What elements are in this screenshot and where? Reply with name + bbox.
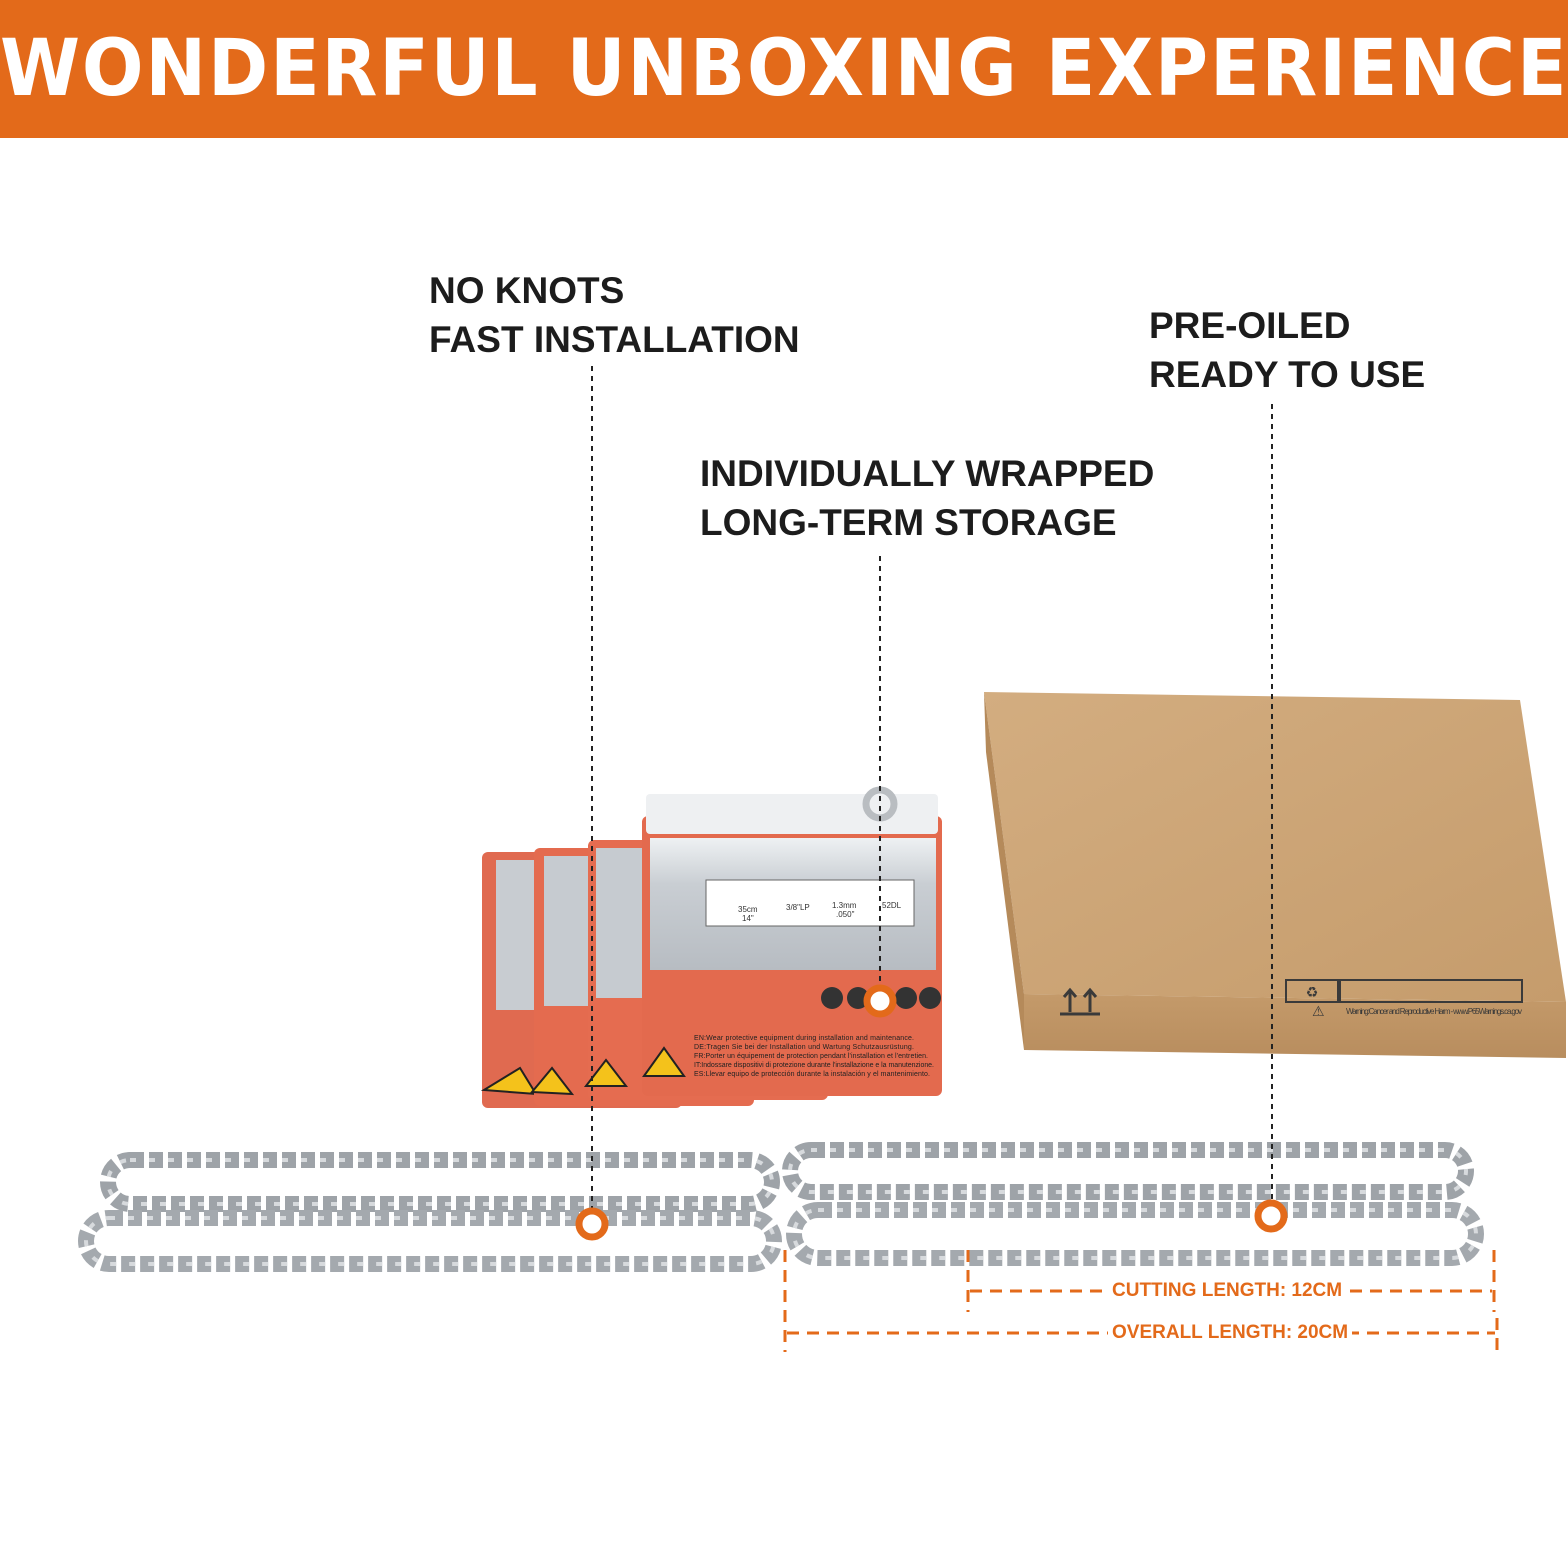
banner-title: WONDERFUL UNBOXING EXPERIENCE <box>0 24 1568 114</box>
prop65-warning: Warning:Cancer and Reproductive Harm - w… <box>1346 1007 1522 1016</box>
warning-triangle-icon <box>480 1066 538 1096</box>
recycling-icon: ♻ <box>1285 979 1339 1003</box>
warning-triangle-icon <box>583 1058 629 1087</box>
spec-gauge-in: .050" <box>836 910 855 919</box>
callout-pre-oiled: PRE-OILED READY TO USE <box>1149 301 1425 399</box>
spec-bar-length: 35cm <box>738 905 758 914</box>
package-warning-fr: FR:Porter un équipement de protection pe… <box>694 1053 928 1060</box>
marker-wrapped <box>863 984 897 1018</box>
package-warning-en: EN:Wear protective equipment during inst… <box>694 1035 914 1042</box>
callout-no-knots: NO KNOTS FAST INSTALLATION <box>429 266 800 364</box>
cutting-length-label: CUTTING LENGTH: 12CM <box>1108 1280 1347 1302</box>
callout-no-knots-line1: NO KNOTS <box>429 270 625 311</box>
callout-wrapped-line1: INDIVIDUALLY WRAPPED <box>700 453 1155 494</box>
safety-icons <box>821 987 941 1009</box>
chain-loop-left <box>78 1152 782 1272</box>
package-warning-es: ES:Llevar equipo de protección durante l… <box>694 1071 930 1078</box>
callout-wrapped-line2: LONG-TERM STORAGE <box>700 502 1117 543</box>
spec-pitch: 3/8"LP <box>786 903 810 912</box>
overall-length-label: OVERALL LENGTH: 20CM <box>1108 1322 1353 1344</box>
wrapped-packages: 35cm 14" 3/8"LP 1.3mm .050" 52DL EN:Wear… <box>480 786 942 1108</box>
cardboard-box: ♻ ⚠ Warning:Cancer and Reproductive Harm… <box>984 692 1566 1058</box>
marker-pre-oiled <box>1254 1199 1288 1233</box>
spec-bar-length-in: 14" <box>742 914 754 923</box>
callout-pre-oiled-line2: READY TO USE <box>1149 354 1426 395</box>
package-warning-de: DE:Tragen Sie bei der Installation und W… <box>694 1044 914 1051</box>
spec-drive-links: 52DL <box>882 901 902 910</box>
spec-gauge: 1.3mm <box>832 901 857 910</box>
overall-length-dimension <box>783 1250 1499 1356</box>
this-side-up-icon <box>1060 987 1100 1016</box>
svg-text:♻: ♻ <box>1306 985 1319 1001</box>
package-warning-it: IT:Indossare dispositivi di protezione d… <box>694 1062 934 1069</box>
package-front: 35cm 14" 3/8"LP 1.3mm .050" 52DL EN:Wear… <box>642 786 942 1096</box>
box-label-icons <box>1339 979 1523 1003</box>
callout-no-knots-line2: FAST INSTALLATION <box>429 319 800 360</box>
warning-triangle-icon <box>529 1066 575 1096</box>
callout-wrapped: INDIVIDUALLY WRAPPED LONG-TERM STORAGE <box>700 449 1154 547</box>
callout-pre-oiled-line1: PRE-OILED <box>1149 305 1351 346</box>
header-banner: WONDERFUL UNBOXING EXPERIENCE <box>0 0 1568 138</box>
chain-loop-right <box>782 1142 1484 1266</box>
warning-triangle-icon: ⚠ <box>1312 1004 1325 1020</box>
warning-triangle-icon <box>642 1046 686 1077</box>
marker-no-knots <box>575 1207 609 1241</box>
